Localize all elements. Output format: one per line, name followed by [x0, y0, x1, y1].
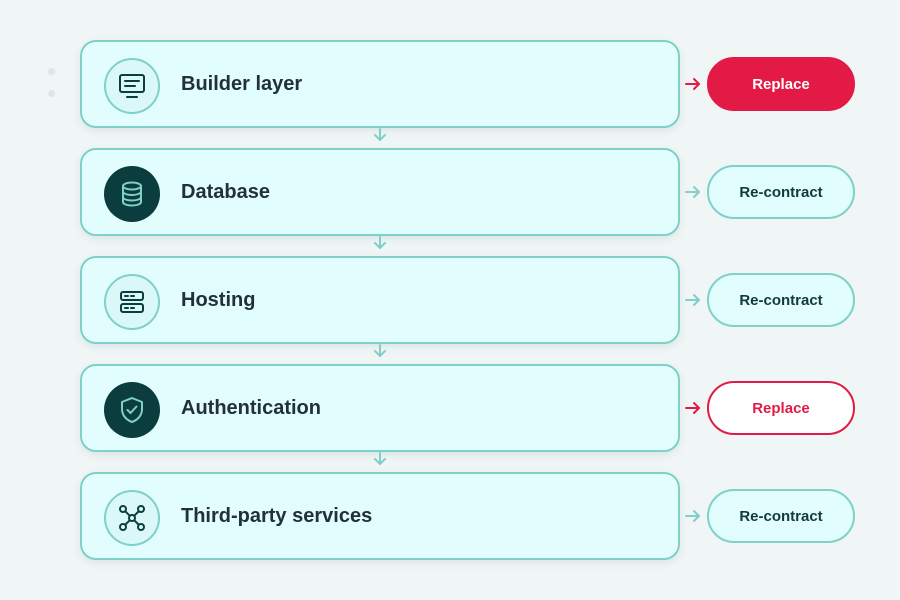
layer-card-database: Database	[80, 148, 680, 236]
chevron-down-icon	[374, 452, 386, 465]
recontract-button[interactable]: Re-contract	[707, 273, 855, 327]
arrow-right-icon	[685, 510, 700, 522]
chevron-down-icon	[374, 344, 386, 357]
arrow-right-icon	[685, 402, 700, 414]
monitor-icon	[104, 58, 160, 114]
arrow-right-icon	[685, 78, 700, 90]
arrow-right-icon	[685, 294, 700, 306]
decorative-dot	[48, 90, 55, 97]
server-icon	[104, 274, 160, 330]
layer-label: Builder layer	[181, 73, 303, 95]
layer-label: Authentication	[181, 397, 321, 419]
layer-label: Hosting	[181, 289, 256, 311]
replace-button[interactable]: Replace	[707, 381, 855, 435]
layer-card-third-party: Third-party services	[80, 472, 680, 560]
decorative-dot	[48, 68, 55, 75]
chevron-down-icon	[374, 236, 386, 249]
recontract-button[interactable]: Re-contract	[707, 489, 855, 543]
network-icon	[104, 490, 160, 546]
database-icon	[104, 166, 160, 222]
replace-button[interactable]: Replace	[707, 57, 855, 111]
layer-label: Database	[181, 181, 270, 203]
layer-label: Third-party services	[181, 505, 373, 527]
recontract-button[interactable]: Re-contract	[707, 165, 855, 219]
layer-card-authentication: Authentication	[80, 364, 680, 452]
chevron-down-icon	[374, 128, 386, 141]
layer-card-builder: Builder layer	[80, 40, 680, 128]
shield-check-icon	[104, 382, 160, 438]
arrow-right-icon	[685, 186, 700, 198]
layer-card-hosting: Hosting	[80, 256, 680, 344]
